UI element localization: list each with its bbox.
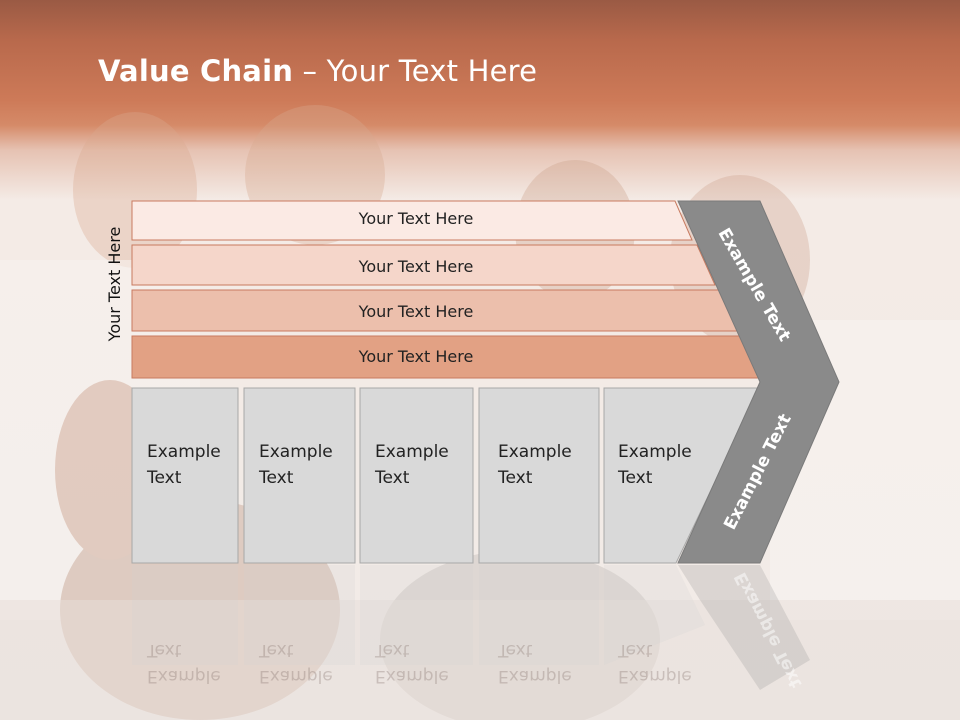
title-rest: – Your Text Here	[293, 54, 538, 88]
row-1-shape	[131, 200, 693, 241]
row-2-label: Your Text Here	[358, 257, 474, 276]
title-bold: Value Chain	[98, 54, 294, 88]
row-1-label: Your Text Here	[358, 209, 474, 228]
row-3-shape	[131, 289, 740, 332]
row-4-label: Your Text Here	[358, 347, 474, 366]
side-label: Your Text Here	[105, 226, 124, 342]
slide-title: Value Chain – Your Text Here	[98, 54, 537, 88]
row-3-label: Your Text Here	[358, 302, 474, 321]
row-2-shape	[131, 244, 716, 286]
row-4-shape	[131, 335, 763, 379]
chevron-reflection: Example Text	[730, 568, 807, 692]
chevron-top-label: Example Text	[713, 224, 795, 346]
chevron-shape	[677, 200, 840, 564]
chevron-bottom-label: Example Text	[720, 410, 796, 534]
